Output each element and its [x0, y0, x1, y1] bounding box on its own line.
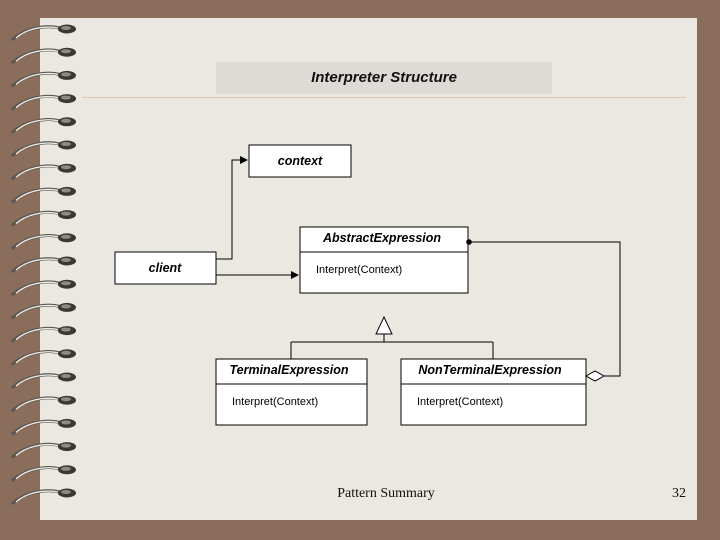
spiral-binding — [10, 24, 76, 506]
binding-ring — [10, 418, 76, 436]
class-nonterminal-expression-operation: Interpret(Context) — [417, 396, 503, 408]
class-nonterminal-expression-name: NonTerminalExpression — [418, 363, 562, 377]
class-client: client — [114, 251, 217, 285]
binding-ring — [10, 47, 76, 65]
class-context: context — [248, 144, 352, 178]
binding-ring — [10, 349, 76, 366]
binding-ring — [10, 94, 76, 111]
binding-ring — [10, 256, 76, 274]
binding-ring — [10, 163, 76, 181]
binding-ring — [10, 326, 76, 343]
page-number: 32 — [672, 486, 686, 501]
binding-ring — [10, 233, 76, 250]
binding-ring — [10, 70, 76, 88]
association-client-context — [216, 156, 248, 260]
binding-ring — [10, 372, 76, 390]
class-abstract-expression: AbstractExpression Interpret(Context) — [299, 226, 469, 294]
binding-ring — [10, 117, 76, 134]
binding-ring — [10, 395, 76, 413]
class-terminal-expression: TerminalExpression Interpret(Context) — [215, 358, 368, 426]
binding-ring — [10, 279, 76, 297]
title-divider — [82, 97, 686, 98]
binding-ring — [10, 488, 76, 506]
binding-ring — [10, 210, 76, 227]
binding-ring — [10, 24, 76, 42]
binding-ring — [10, 186, 76, 204]
class-abstract-expression-name: AbstractExpression — [322, 231, 441, 245]
binding-ring — [10, 302, 76, 320]
inheritance-generalization — [290, 315, 494, 359]
class-nonterminal-expression: NonTerminalExpression Interpret(Context) — [400, 358, 587, 426]
class-terminal-expression-operation: Interpret(Context) — [232, 396, 318, 408]
class-terminal-expression-name: TerminalExpression — [229, 363, 348, 377]
title-band — [216, 62, 552, 94]
slide-title: Interpreter Structure — [311, 69, 457, 86]
binding-ring — [10, 465, 76, 482]
binding-ring — [10, 140, 76, 158]
binding-ring — [10, 442, 76, 459]
class-client-name: client — [149, 261, 182, 275]
slide-footer: Pattern Summary — [337, 486, 435, 501]
class-context-name: context — [278, 154, 323, 168]
aggregation-nonterminal-abstract — [466, 239, 621, 382]
class-abstract-expression-operation: Interpret(Context) — [316, 264, 402, 276]
